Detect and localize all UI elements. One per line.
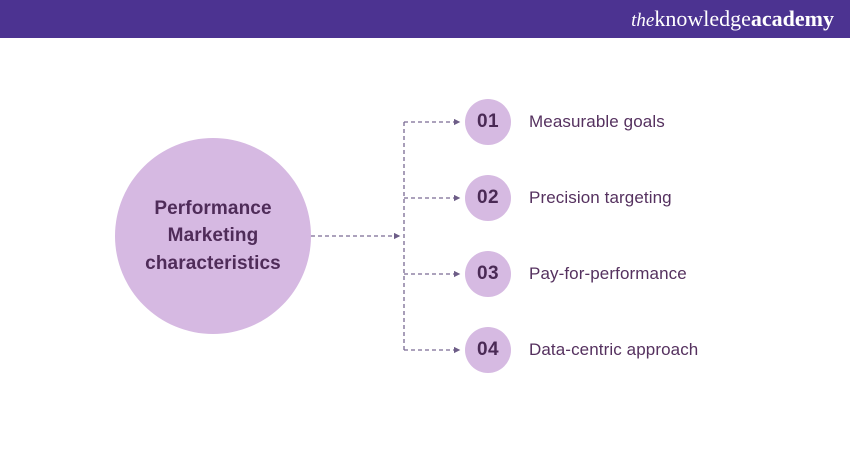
item-label: Measurable goals (529, 112, 665, 131)
center-node-line-3: characteristics (145, 252, 281, 274)
center-node-label: Performance Marketing characteristics (126, 195, 301, 278)
item-badge-02: 02 (465, 175, 511, 221)
list-item: 03 Pay-for-performance (465, 251, 687, 297)
brand-logo-the: the (631, 10, 655, 31)
list-item: 04 Data-centric approach (465, 327, 698, 373)
brand-logo: theknowledgeacademy (631, 6, 834, 31)
item-badge-01: 01 (465, 99, 511, 145)
center-node-line-2: Marketing (167, 225, 259, 247)
list-item: 01 Measurable goals (465, 99, 665, 145)
item-badge-03: 03 (465, 251, 511, 297)
item-label: Data-centric approach (529, 340, 699, 359)
item-badge-04: 04 (465, 327, 511, 373)
item-number: 03 (477, 263, 499, 284)
header-bar: theknowledgeacademy (0, 0, 850, 38)
item-number: 02 (477, 187, 499, 208)
diagram-canvas: Performance Marketing characteristics 01… (0, 38, 850, 450)
brand-logo-knowledge: knowledge (654, 6, 751, 31)
item-number: 04 (477, 339, 499, 360)
center-node-line-1: Performance (154, 197, 272, 219)
item-number: 01 (477, 111, 499, 132)
item-label: Precision targeting (529, 188, 672, 207)
connector-lines (311, 118, 461, 354)
center-node: Performance Marketing characteristics (115, 138, 311, 334)
brand-logo-academy: academy (750, 6, 834, 31)
list-item: 02 Precision targeting (465, 175, 672, 221)
item-label: Pay-for-performance (529, 264, 687, 283)
